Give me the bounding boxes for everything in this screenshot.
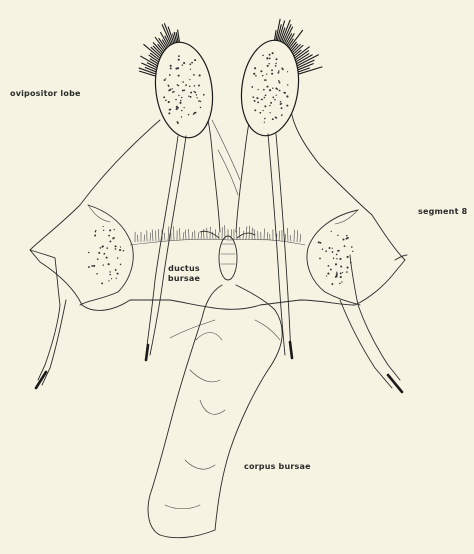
label-ovipositor-lobe: ovipositor lobe [10,89,81,98]
label-segment-8: segment 8 [418,207,467,216]
left-ovipositor-lobe [139,24,218,360]
label-corpus-bursae: corpus bursae [244,462,311,471]
corpus-bursae [148,285,282,538]
ductus-bursae [200,231,255,280]
right-ovipositor-lobe [236,19,322,358]
label-bursae: bursae [164,274,204,283]
left-lateral-apophysis [36,258,66,388]
segment-8-plate [30,100,407,310]
label-ductus: ductus [164,264,204,273]
right-lateral-flap [307,210,360,305]
left-lateral-flap [80,205,133,305]
